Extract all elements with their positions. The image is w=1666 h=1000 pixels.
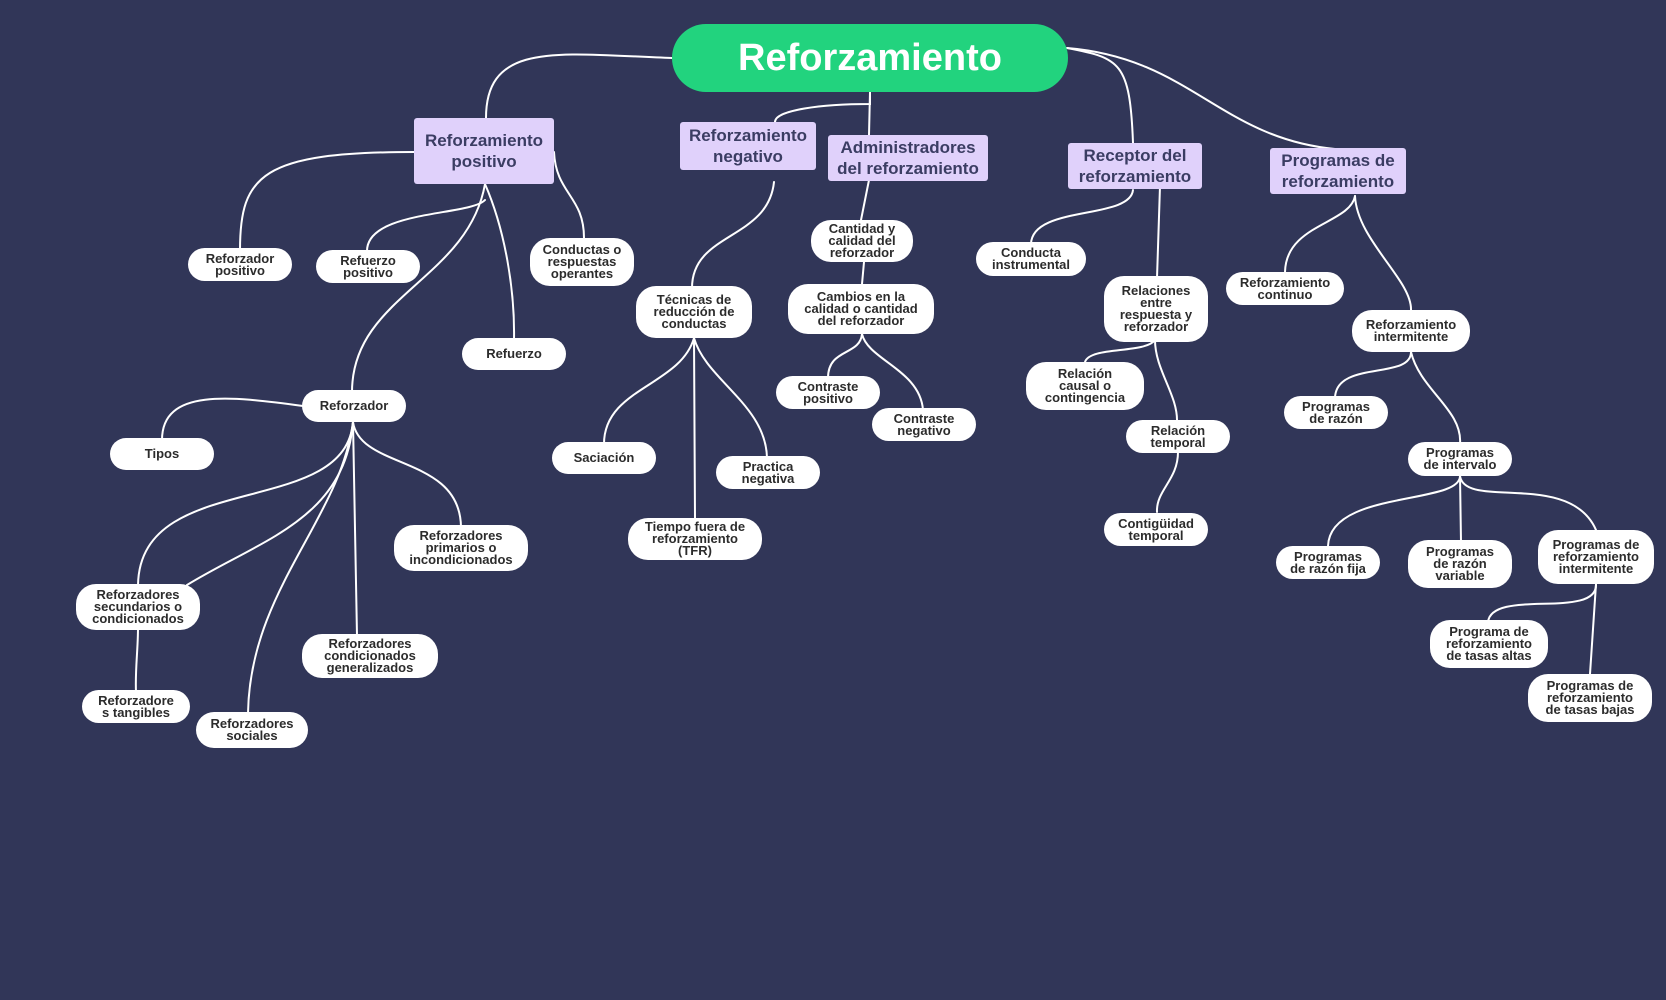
node-conducta-instrumental[interactable]: Conducta instrumental: [976, 242, 1086, 276]
node-reforzador[interactable]: Reforzador: [302, 390, 406, 422]
node-programas-razon[interactable]: Programas de razón: [1284, 396, 1388, 429]
connector: [1334, 351, 1412, 399]
connector: [484, 183, 516, 341]
connector: [1284, 195, 1356, 273]
node-cambios-calidad[interactable]: Cambios en la calidad o cantidad del ref…: [788, 284, 934, 334]
connector: [868, 91, 871, 136]
node-saciacion[interactable]: Saciación: [552, 442, 656, 474]
connector: [161, 397, 304, 441]
connector: [352, 421, 462, 528]
connector: [1084, 339, 1156, 363]
connector: [1354, 195, 1413, 311]
connector: [861, 261, 865, 285]
node-contiguidad-temporal[interactable]: Contigüidad temporal: [1104, 513, 1208, 546]
node-reforzadores-primarios[interactable]: Reforzadores primarios o incondicionados: [394, 525, 528, 571]
node-razon-variable[interactable]: Programas de razón variable: [1408, 540, 1512, 588]
node-reforzamiento-continuo[interactable]: Reforzamiento continuo: [1226, 272, 1344, 305]
node-programas-ref-intermitente[interactable]: Programas de reforzamiento intermitente: [1538, 530, 1654, 584]
connector: [137, 421, 354, 586]
connector: [691, 181, 775, 289]
connector: [693, 337, 768, 459]
node-relacion-causal[interactable]: Relación causal o contingencia: [1026, 362, 1144, 410]
connector: [352, 421, 358, 637]
connector: [553, 151, 585, 239]
node-reforzadores-generalizados[interactable]: Reforzadores condicionados generalizados: [302, 634, 438, 678]
connector: [1459, 475, 1462, 543]
connector: [861, 333, 924, 411]
connector: [1030, 189, 1134, 245]
node-relacion-temporal[interactable]: Relación temporal: [1126, 420, 1230, 453]
connector: [485, 53, 673, 119]
node-tecnicas-reduccion[interactable]: Técnicas de reducción de conductas: [636, 286, 752, 338]
branch-reforzamiento-positivo[interactable]: Reforzamiento positivo: [414, 118, 554, 184]
connector: [1410, 351, 1462, 445]
connector: [239, 151, 415, 251]
connector: [351, 183, 486, 393]
connector: [1066, 47, 1336, 150]
node-tipos[interactable]: Tipos: [110, 438, 214, 470]
connector: [603, 337, 695, 445]
connector: [1459, 475, 1597, 531]
node-programas-intervalo[interactable]: Programas de intervalo: [1408, 442, 1512, 476]
branch-administradores[interactable]: Administradores del reforzamiento: [828, 135, 988, 181]
branch-receptor[interactable]: Receptor del reforzamiento: [1068, 143, 1202, 189]
connector: [134, 627, 139, 693]
connector: [860, 179, 870, 221]
connector: [1327, 475, 1461, 547]
connector: [827, 333, 863, 379]
node-tasas-bajas[interactable]: Programas de reforzamiento de tasas baja…: [1528, 674, 1652, 722]
node-conductas-operantes[interactable]: Conductas o respuestas operantes: [530, 238, 634, 286]
node-reforzadores-secundarios[interactable]: Reforzadores secundarios o condicionados: [76, 584, 200, 630]
node-relaciones-respuesta[interactable]: Relaciones entre respuesta y reforzador: [1104, 276, 1208, 342]
node-reforzador-positivo[interactable]: Reforzador positivo: [188, 248, 292, 281]
node-cantidad-calidad[interactable]: Cantidad y calidad del reforzador: [811, 220, 913, 262]
branch-reforzamiento-negativo[interactable]: Reforzamiento negativo: [680, 122, 816, 170]
connector: [1156, 185, 1161, 279]
node-tiempo-fuera[interactable]: Tiempo fuera de reforzamiento (TFR): [628, 518, 762, 560]
connector: [774, 91, 871, 123]
root-node[interactable]: Reforzamiento: [672, 24, 1068, 92]
node-reforzadores-sociales[interactable]: Reforzadores sociales: [196, 712, 308, 748]
connector: [247, 421, 354, 714]
connector: [693, 337, 696, 520]
node-contraste-negativo[interactable]: Contraste negativo: [872, 408, 976, 441]
connector: [366, 199, 486, 252]
node-practica-negativa[interactable]: Practica negativa: [716, 456, 820, 489]
node-razon-fija[interactable]: Programas de razón fija: [1276, 546, 1380, 579]
connector: [1155, 451, 1179, 513]
node-refuerzo-positivo[interactable]: Refuerzo positivo: [316, 250, 420, 283]
connector: [1154, 339, 1179, 423]
node-reforzadores-tangibles[interactable]: Reforzadore s tangibles: [82, 690, 190, 723]
node-contraste-positivo[interactable]: Contraste positivo: [776, 376, 880, 409]
connector: [1066, 47, 1134, 144]
node-tasas-altas[interactable]: Programa de reforzamiento de tasas altas: [1430, 620, 1548, 668]
connector: [1487, 583, 1598, 623]
node-refuerzo[interactable]: Refuerzo: [462, 338, 566, 370]
node-reforzamiento-intermitente[interactable]: Reforzamiento intermitente: [1352, 310, 1470, 352]
connector: [1589, 583, 1597, 675]
branch-programas[interactable]: Programas de reforzamiento: [1270, 148, 1406, 194]
